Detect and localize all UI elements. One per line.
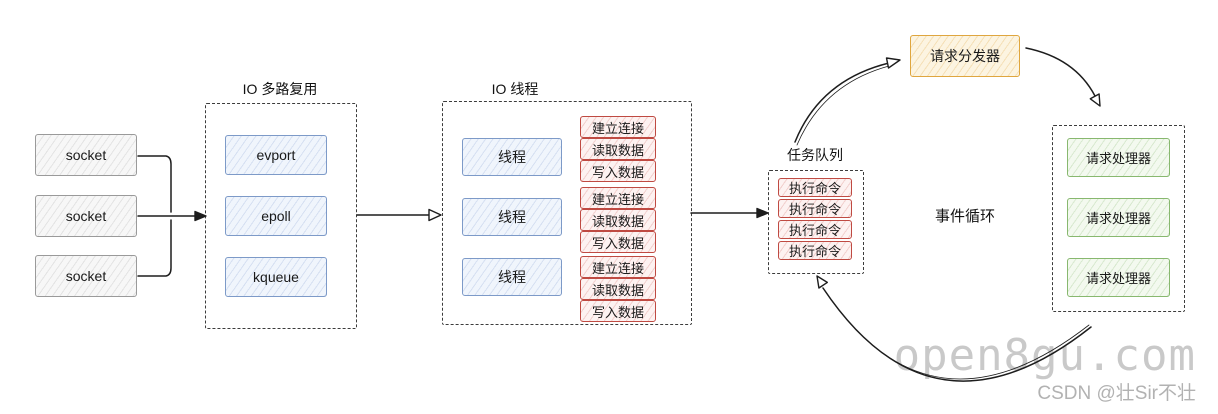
- arrowhead-loop-into-queue: [816, 275, 828, 289]
- thread-ops-stack: 建立连接 读取数据 写入数据: [580, 187, 656, 253]
- socket-label: socket: [65, 208, 107, 224]
- dispatcher-node: 请求分发器: [910, 35, 1020, 77]
- kqueue-node: kqueue: [225, 257, 327, 297]
- command-label: 执行命令: [788, 244, 841, 259]
- evport-node: evport: [225, 135, 327, 175]
- evport-label: evport: [256, 147, 296, 163]
- op-label: 读取数据: [591, 213, 644, 229]
- thread-label: 线程: [498, 149, 526, 165]
- op-label: 读取数据: [591, 142, 644, 158]
- task-queue-title: 任务队列: [787, 147, 843, 163]
- op-read: 读取数据: [580, 138, 656, 160]
- thread-label: 线程: [498, 209, 526, 225]
- op-label: 读取数据: [591, 282, 644, 298]
- arrow-queue-to-dispatcher: [794, 62, 890, 143]
- socket-label: socket: [65, 268, 107, 284]
- command-node: 执行命令: [778, 178, 852, 197]
- thread-node: 线程: [462, 258, 562, 296]
- thread-ops-stack: 建立连接 读取数据 写入数据: [580, 116, 656, 182]
- socket-node: socket: [35, 195, 137, 237]
- socket-node: socket: [35, 134, 137, 176]
- arrowhead-into-dispatcher: [885, 57, 901, 69]
- socket-label: socket: [65, 147, 107, 163]
- command-node: 执行命令: [778, 241, 852, 260]
- arrowhead-into-queue: [756, 207, 769, 219]
- handler-node: 请求处理器: [1067, 258, 1170, 297]
- arrow-dispatcher-to-handlers: [1025, 47, 1096, 97]
- command-node: 执行命令: [778, 220, 852, 239]
- op-connect: 建立连接: [580, 187, 656, 209]
- op-connect: 建立连接: [580, 256, 656, 278]
- op-label: 写入数据: [591, 164, 644, 180]
- arrowhead-into-handlers: [1089, 93, 1101, 107]
- command-node: 执行命令: [778, 199, 852, 218]
- arrowhead-into-threads: [428, 208, 442, 222]
- watermark-site: open8gu.com: [893, 330, 1196, 381]
- multiplexing-title: IO 多路复用: [242, 81, 318, 97]
- handler-node: 请求处理器: [1067, 198, 1170, 237]
- op-label: 写入数据: [591, 235, 644, 251]
- op-label: 写入数据: [591, 304, 644, 320]
- arrow-socket1-join: [137, 155, 172, 213]
- io-threads-title: IO 线程: [491, 81, 539, 97]
- thread-label: 线程: [498, 269, 526, 285]
- event-loop-label: 事件循环: [934, 208, 995, 225]
- op-read: 读取数据: [580, 209, 656, 231]
- arrow-socket3-join: [137, 219, 172, 277]
- op-connect: 建立连接: [580, 116, 656, 138]
- socket-node: socket: [35, 255, 137, 297]
- task-queue-container: [768, 170, 864, 274]
- epoll-label: epoll: [261, 208, 291, 224]
- op-write: 写入数据: [580, 160, 656, 182]
- arrow-queue-to-dispatcher-sketch: [796, 65, 890, 146]
- op-write: 写入数据: [580, 231, 656, 253]
- op-label: 建立连接: [591, 191, 644, 207]
- handler-label: 请求处理器: [1085, 151, 1151, 166]
- thread-ops-stack: 建立连接 读取数据 写入数据: [580, 256, 656, 322]
- op-read: 读取数据: [580, 278, 656, 300]
- thread-node: 线程: [462, 198, 562, 236]
- epoll-node: epoll: [225, 196, 327, 236]
- dispatcher-label: 请求分发器: [930, 48, 1000, 64]
- handler-node: 请求处理器: [1067, 138, 1170, 177]
- thread-node: 线程: [462, 138, 562, 176]
- op-label: 建立连接: [591, 260, 644, 276]
- op-label: 建立连接: [591, 120, 644, 136]
- command-label: 执行命令: [788, 202, 841, 217]
- handlers-container: [1052, 125, 1185, 312]
- command-label: 执行命令: [788, 223, 841, 238]
- op-write: 写入数据: [580, 300, 656, 322]
- kqueue-label: kqueue: [253, 269, 299, 285]
- watermark-csdn: CSDN @壮Sir不壮: [1037, 383, 1196, 404]
- command-label: 执行命令: [788, 181, 841, 196]
- handler-label: 请求处理器: [1085, 271, 1151, 286]
- handler-label: 请求处理器: [1085, 211, 1151, 226]
